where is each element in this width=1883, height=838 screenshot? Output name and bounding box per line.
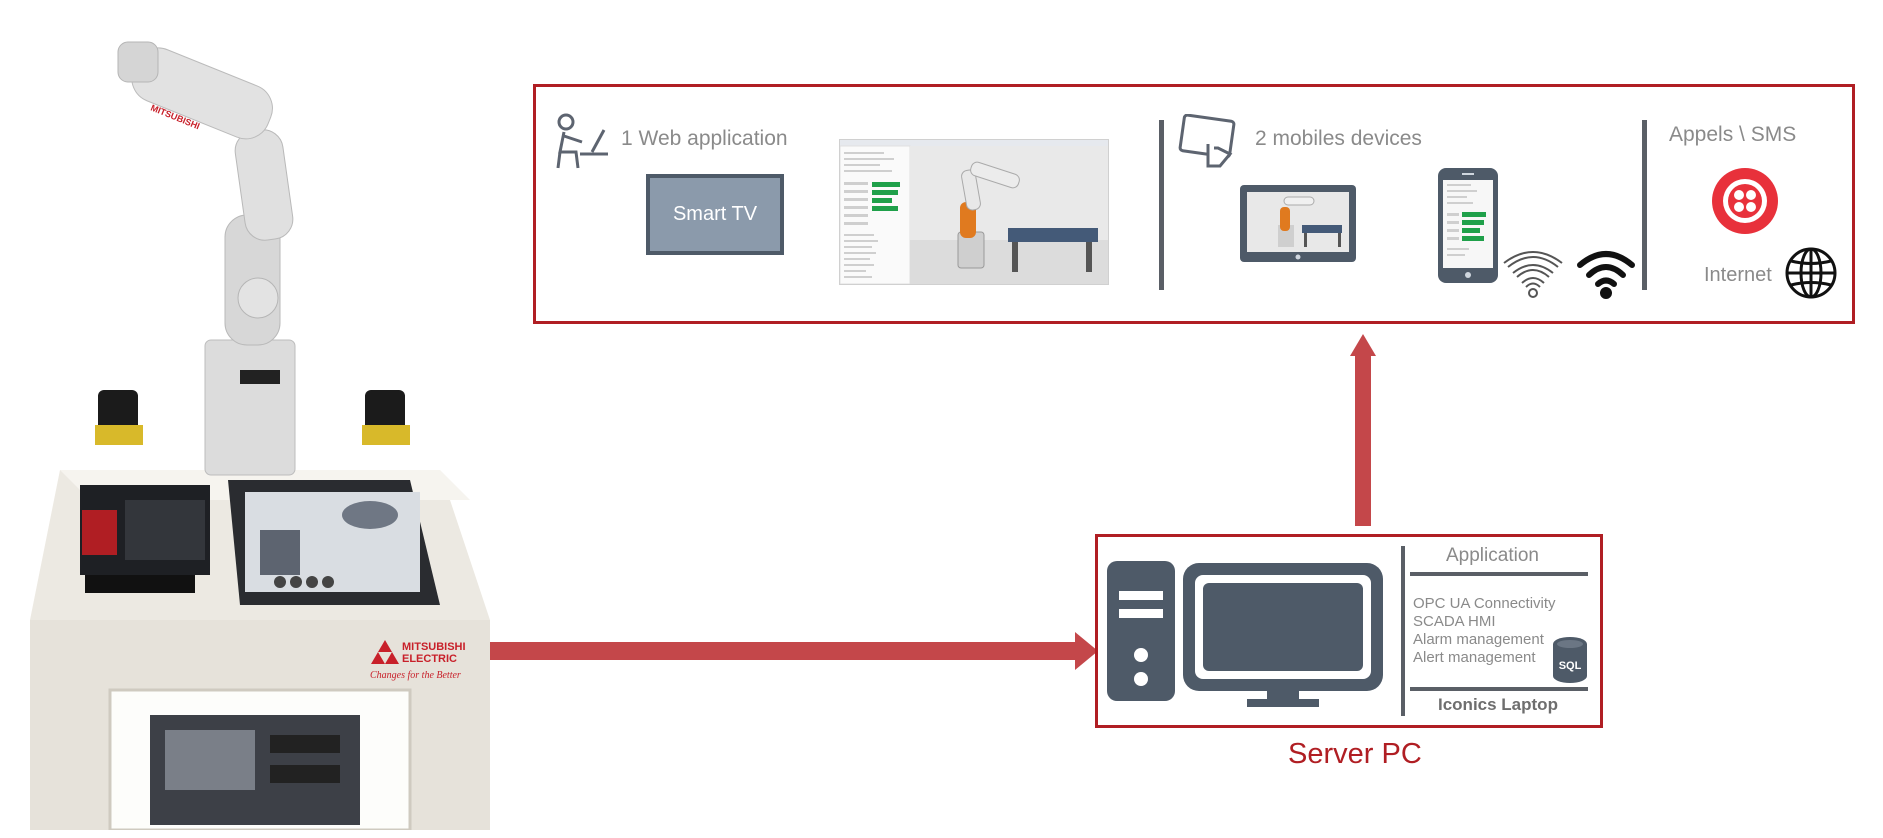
feature-list: OPC UA Connectivity SCADA HMI Alarm mana… xyxy=(1413,595,1556,667)
application-rule-bottom xyxy=(1410,687,1588,691)
database-icon: SQL xyxy=(1552,636,1588,689)
calls-sms-label: Appels \ SMS xyxy=(1669,123,1797,146)
wifi-outline-icon xyxy=(1502,247,1564,304)
svg-text:MITSUBISHI: MITSUBISHI xyxy=(402,641,466,653)
feature-alarm-management: Alarm management xyxy=(1413,631,1544,648)
application-rule-top xyxy=(1410,572,1588,576)
data-flow-arrow-vertical xyxy=(1348,334,1378,531)
svg-text:ELECTRIC: ELECTRIC xyxy=(402,653,457,665)
svg-text:SQL: SQL xyxy=(1559,660,1582,672)
server-divider xyxy=(1401,546,1405,716)
tablet-device xyxy=(1240,185,1356,262)
iconics-laptop-label: Iconics Laptop xyxy=(1438,695,1558,714)
robot-cell-image: MITSUBISHI ELECTRIC Changes for the Bett… xyxy=(0,30,500,832)
svg-text:Changes for the Better: Changes for the Better xyxy=(370,670,461,681)
internet-label: Internet xyxy=(1704,264,1772,286)
web-app-screenshot xyxy=(839,139,1109,285)
server-pc-caption: Server PC xyxy=(1288,738,1422,770)
feature-alert-management: Alert management xyxy=(1413,649,1536,666)
smartphone-icon xyxy=(1438,168,1498,283)
wifi-icon xyxy=(1576,247,1636,304)
feature-opc-ua: OPC UA Connectivity xyxy=(1413,595,1556,612)
mobile-devices-label: 2 mobiles devices xyxy=(1255,127,1422,150)
application-title: Application xyxy=(1446,545,1539,566)
clients-frame xyxy=(533,84,1855,324)
twilio-logo xyxy=(1712,168,1778,239)
desktop-pc-icon xyxy=(1107,561,1387,714)
desk-user-icon xyxy=(548,112,612,181)
server-frame xyxy=(1095,534,1603,728)
globe-icon xyxy=(1784,246,1838,305)
feature-scada-hmi: SCADA HMI xyxy=(1413,613,1496,630)
divider-web-mobile xyxy=(1159,120,1164,290)
mitsubishi-logo: MITSUBISHI ELECTRIC Changes for the Bett… xyxy=(370,640,466,681)
touch-tablet-icon xyxy=(1178,113,1240,177)
smart-tv-tile[interactable]: Smart TV xyxy=(646,174,784,255)
smart-tv-label: Smart TV xyxy=(672,203,758,225)
divider-mobile-alerts xyxy=(1642,120,1647,290)
data-flow-arrow-horizontal xyxy=(490,632,1100,677)
web-app-label: 1 Web application xyxy=(621,127,788,150)
